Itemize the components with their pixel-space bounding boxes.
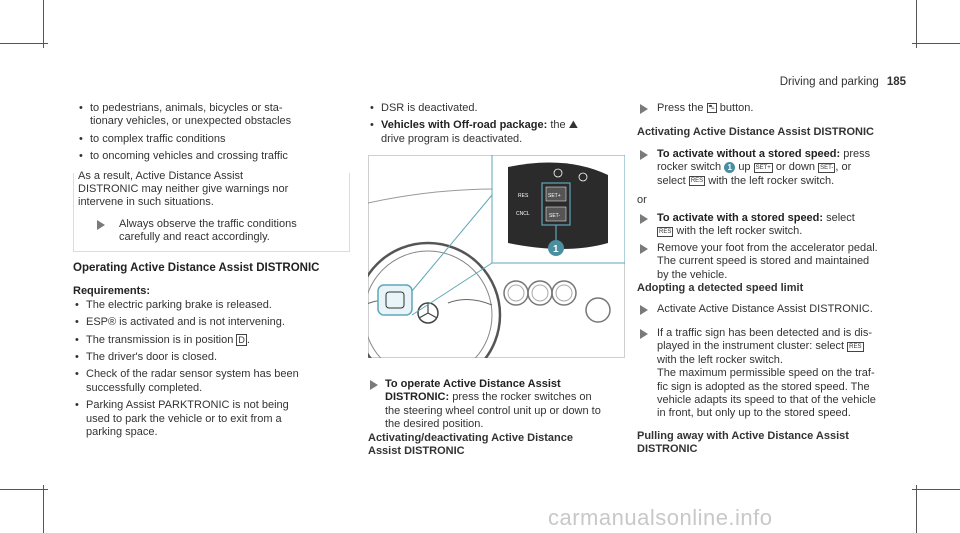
instruction-step: Remove your foot from the accelerator pe… (657, 242, 878, 281)
crop-mark (916, 0, 917, 48)
offroad-icon: ⛰ (568, 119, 578, 132)
svg-text:SET-: SET- (549, 213, 560, 219)
set-up-key-icon: SET+ (753, 162, 773, 173)
action-arrow-icon (370, 380, 378, 390)
warning-box-border (73, 173, 350, 252)
res-key-icon: RES (657, 226, 674, 237)
list-item: to complex traffic conditions (77, 133, 347, 147)
instruction-step: Activate Active Distance Assist DISTRONI… (657, 303, 873, 315)
instruction-step: Press the ⛍ button. (657, 102, 754, 114)
list-item: The driver's door is closed. (73, 351, 353, 365)
page-header: Driving and parking 185 (780, 76, 906, 88)
or-text: or (637, 194, 647, 206)
section-heading: Operating Active Distance Assist DISTRON… (73, 262, 320, 274)
crop-mark (43, 0, 44, 48)
set-down-key-icon: SET- (818, 162, 836, 173)
svg-text:RES: RES (518, 193, 529, 199)
column-2: DSR is deactivated. Vehicles with Off-ro… (368, 102, 628, 150)
page-number: 185 (886, 76, 906, 88)
section-heading: Pulling away with Active Distance Assist… (637, 430, 849, 456)
action-arrow-icon (640, 244, 648, 254)
callout-badge: 1 (724, 162, 736, 173)
crop-mark (912, 489, 960, 490)
list-item: Check of the radar sensor system has bee… (73, 368, 353, 395)
distance-button-icon: ⛍ (706, 103, 717, 114)
list-item: The electric parking brake is released. (73, 299, 353, 313)
steering-wheel-illustration: SET+ SET- RES CNCL 1 (368, 155, 625, 358)
crop-mark (916, 485, 917, 533)
svg-text:CNCL: CNCL (516, 211, 530, 217)
svg-text:SET+: SET+ (548, 193, 561, 199)
crop-mark (43, 485, 44, 533)
list-item: Vehicles with Off-road package: the ⛰dri… (368, 119, 628, 146)
watermark: carmanualsonline.info (548, 505, 773, 530)
action-arrow-icon (640, 150, 648, 160)
action-arrow-icon (97, 220, 105, 230)
column-1-lower: Operating Active Distance Assist DISTRON… (73, 262, 353, 443)
list-item: DSR is deactivated. (368, 102, 628, 116)
requirements-label: Requirements: (73, 285, 151, 298)
crop-mark (0, 489, 48, 490)
instruction-step: If a traffic sign has been detected and … (657, 327, 876, 420)
instruction-step: To activate with a stored speed: select … (657, 212, 855, 238)
instruction-step: To activate without a stored speed: pres… (657, 148, 871, 187)
action-arrow-icon (640, 305, 648, 315)
action-arrow-icon (640, 104, 648, 114)
res-key-icon: RES (688, 175, 706, 186)
list-item: Parking Assist PARKTRONIC is not beingus… (73, 399, 353, 439)
column-1: to pedestrians, animals, bicycles or sta… (77, 102, 347, 214)
callout-number: 1 (553, 244, 559, 255)
section-heading: Adopting a detected speed limit (637, 282, 804, 294)
gear-d-icon: D (236, 333, 247, 346)
list-item: to oncoming vehicles and crossing traffi… (77, 150, 347, 164)
res-key-icon: RES (847, 341, 864, 352)
list-item: to pedestrians, animals, bicycles or sta… (77, 102, 347, 129)
action-arrow-icon (640, 329, 648, 339)
list-item: The transmission is in position D. (73, 333, 353, 348)
action-arrow-icon (640, 214, 648, 224)
crop-mark (912, 43, 960, 44)
list-item: ESP® is activated and is not intervening… (73, 316, 353, 330)
section-title: Driving and parking (779, 76, 879, 88)
section-heading: Activating Active Distance Assist DISTRO… (637, 126, 874, 138)
crop-mark (0, 43, 48, 44)
